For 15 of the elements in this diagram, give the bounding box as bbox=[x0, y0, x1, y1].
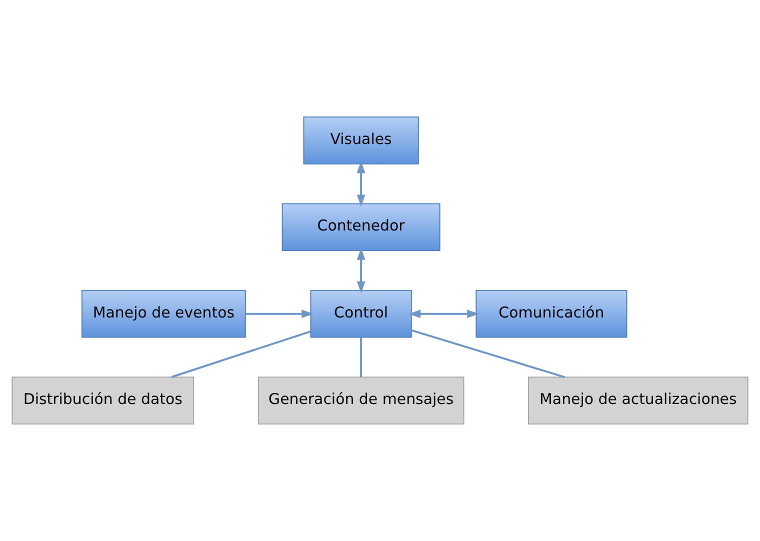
connector bbox=[411, 329, 566, 378]
node-box: Distribución de datos bbox=[12, 376, 194, 425]
arrow bbox=[408, 310, 480, 318]
arrow bbox=[356, 161, 366, 207]
connector bbox=[360, 338, 362, 378]
node-box: Contenedor bbox=[282, 203, 440, 252]
node-box: Manejo de actualizaciones bbox=[528, 376, 748, 425]
arrow bbox=[356, 248, 366, 294]
node-box: Visuales bbox=[303, 116, 419, 164]
connector bbox=[171, 330, 311, 378]
node-box: Control bbox=[310, 290, 412, 338]
arrow bbox=[246, 310, 314, 318]
node-box: Comunicación bbox=[476, 290, 628, 338]
node-box: Generación de mensajes bbox=[258, 376, 464, 425]
node-box: Manejo de eventos bbox=[81, 290, 246, 338]
